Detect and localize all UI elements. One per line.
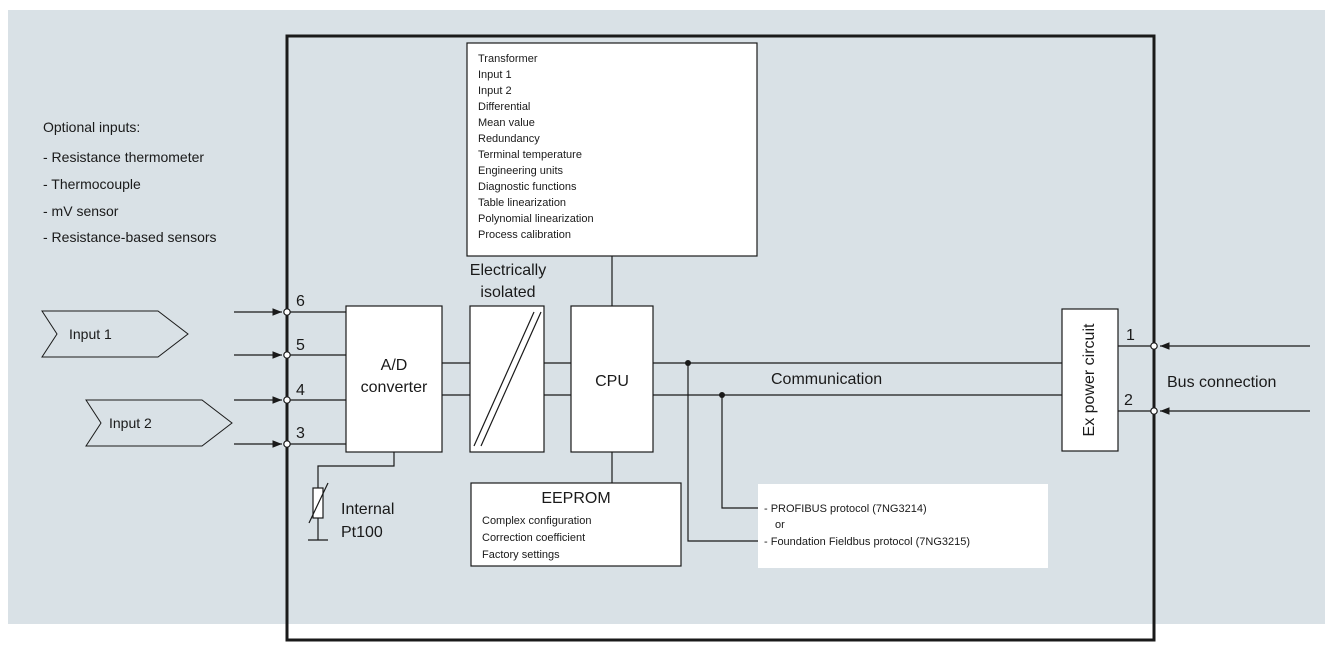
optional-inputs: Optional inputs: - Resistance thermomete… xyxy=(43,119,217,245)
ad-converter-block: A/D converter xyxy=(345,305,443,453)
function-item: Redundancy xyxy=(478,133,540,145)
function-item: Table linearization xyxy=(478,197,566,209)
input-2-tag: Input 2 xyxy=(85,399,233,447)
device-enclosure xyxy=(285,34,1156,642)
terminal-2: 2 xyxy=(1124,392,1133,409)
adc-isolation-lines xyxy=(442,362,470,396)
eeprom-item: Complex configuration xyxy=(482,515,591,527)
function-item: Polynomial linearization xyxy=(478,213,594,225)
optional-input-item: - Thermocouple xyxy=(43,176,141,192)
terminal-5: 5 xyxy=(296,337,305,354)
junction-dot xyxy=(685,360,691,366)
optional-input-item: - Resistance-based sensors xyxy=(43,229,217,245)
profibus-protocol: - PROFIBUS protocol (7NG3214) xyxy=(764,503,927,515)
optional-input-item: - mV sensor xyxy=(43,203,119,219)
ex-power-label: Ex power circuit xyxy=(1081,323,1098,436)
communication-label: Communication xyxy=(771,371,882,388)
pt100-line1: Internal xyxy=(341,501,394,518)
function-item: Terminal temperature xyxy=(478,149,582,161)
functions-box: Transformer Input 1 Input 2 Differential… xyxy=(466,42,758,257)
isolation-cpu-lines xyxy=(544,362,571,396)
input-terminals xyxy=(234,308,347,448)
eeprom-title: EEPROM xyxy=(541,490,610,507)
internal-pt100 xyxy=(308,452,395,541)
input-1-tag: Input 1 xyxy=(41,310,189,358)
function-item: Engineering units xyxy=(478,165,564,177)
terminal-6: 6 xyxy=(296,293,305,310)
isolation-block xyxy=(469,305,545,453)
junction-dot xyxy=(719,392,725,398)
optional-input-item: - Resistance thermometer xyxy=(43,149,204,165)
fieldbus-protocol: - Foundation Fieldbus protocol (7NG3215) xyxy=(764,536,970,548)
function-item: Input 1 xyxy=(478,69,512,81)
function-item: Mean value xyxy=(478,117,535,129)
bus-connection-label: Bus connection xyxy=(1167,374,1276,391)
function-item: Transformer xyxy=(478,53,538,65)
eeprom-box: EEPROM Complex configuration Correction … xyxy=(470,482,682,567)
cpu-block: CPU xyxy=(570,305,654,453)
input-1-label: Input 1 xyxy=(69,326,112,342)
terminal-1: 1 xyxy=(1126,327,1135,344)
function-item: Differential xyxy=(478,101,530,113)
terminal-4: 4 xyxy=(296,382,305,399)
eeprom-item: Factory settings xyxy=(482,549,560,561)
function-item: Diagnostic functions xyxy=(478,181,577,193)
optional-inputs-heading: Optional inputs: xyxy=(43,119,140,135)
terminal-3: 3 xyxy=(296,425,305,442)
protocol-or: or xyxy=(775,519,785,531)
ad-converter-line1: A/D xyxy=(381,357,408,374)
function-item: Input 2 xyxy=(478,85,512,97)
cpu-label: CPU xyxy=(595,373,629,390)
protocol-box: - PROFIBUS protocol (7NG3214) or - Found… xyxy=(758,484,1048,568)
isolation-line1: Electrically xyxy=(470,262,546,279)
eeprom-item: Correction coefficient xyxy=(482,532,585,544)
input-2-label: Input 2 xyxy=(109,415,152,431)
bus-terminals xyxy=(1118,342,1310,415)
ex-power-circuit-block: Ex power circuit xyxy=(1061,308,1119,452)
isolation-line2: isolated xyxy=(480,284,535,301)
function-item: Process calibration xyxy=(478,229,571,241)
pt100-line2: Pt100 xyxy=(341,524,383,541)
ad-converter-line2: converter xyxy=(361,379,428,396)
